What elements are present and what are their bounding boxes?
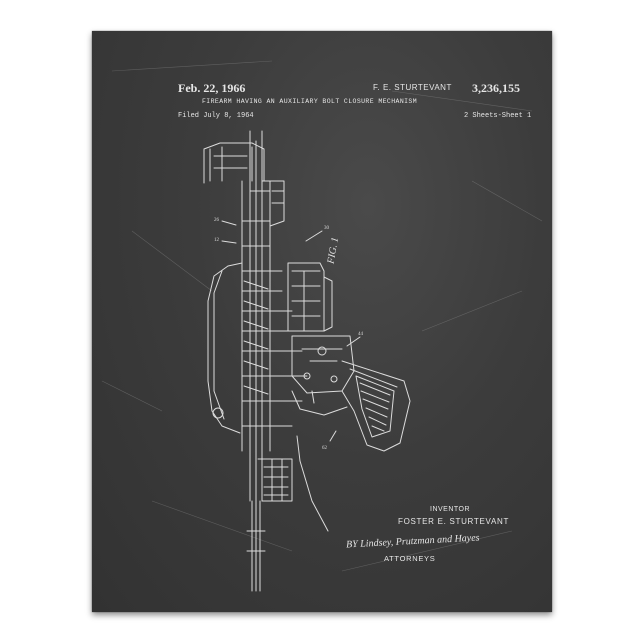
svg-text:26: 26 bbox=[214, 218, 220, 223]
svg-text:12: 12 bbox=[214, 238, 220, 243]
svg-text:62: 62 bbox=[322, 446, 328, 451]
inventor-name: FOSTER E. STURTEVANT bbox=[398, 517, 509, 526]
chalkboard-poster: Feb. 22, 1966 F. E. STURTEVANT 3,236,155… bbox=[92, 31, 552, 612]
inventor-label: INVENTOR bbox=[430, 506, 470, 513]
svg-text:30: 30 bbox=[324, 226, 330, 231]
attorneys-label: ATTORNEYS bbox=[384, 554, 435, 563]
svg-text:44: 44 bbox=[358, 332, 364, 337]
